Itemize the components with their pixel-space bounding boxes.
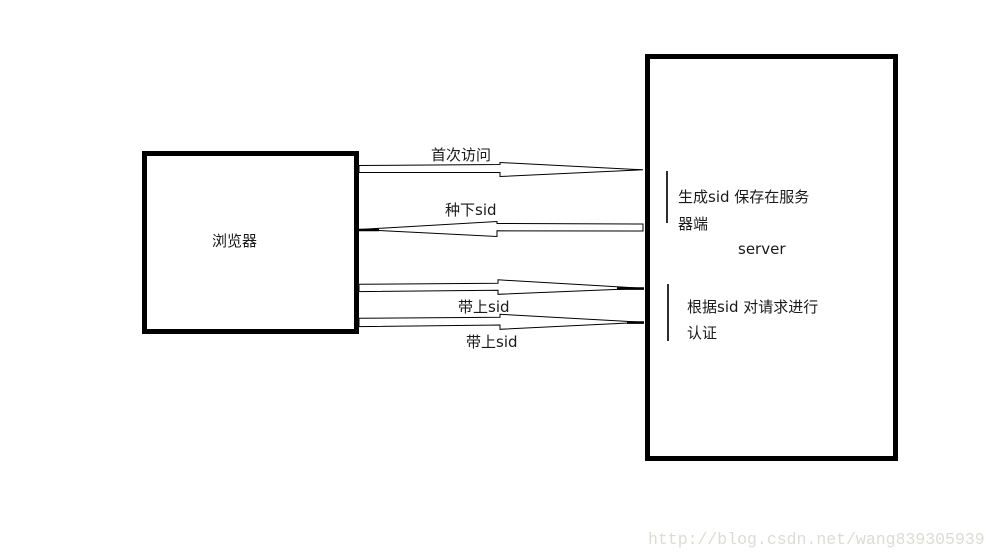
server-note1-line1: 生成sid 保存在服务: [678, 188, 810, 206]
arrow-first-visit-shape: [358, 161, 644, 178]
arrow-send-sid-2-label: 带上sid: [466, 333, 518, 351]
server-box-label: server: [738, 240, 786, 258]
arrow-set-sid-label: 种下sid: [445, 201, 497, 219]
server-note2-line1: 根据sid 对请求进行: [687, 298, 819, 316]
arrow-first-visit-label: 首次访问: [431, 146, 492, 164]
browser-box-label: 浏览器: [212, 232, 258, 250]
arrow-send-sid-1-label: 带上sid: [458, 298, 510, 316]
server-note2: 根据sid 对请求进行 认证: [687, 294, 818, 346]
watermark-url: http://blog.csdn.net/wang839305939: [648, 530, 985, 549]
arrow-set-sid-shape: [358, 220, 644, 238]
server-note2-line2: 认证: [687, 324, 718, 342]
server-note2-bracket-line: [667, 284, 669, 341]
server-box: [645, 54, 898, 461]
server-note1: 生成sid 保存在服务 器端: [678, 184, 809, 238]
browser-box: [142, 151, 359, 334]
server-note1-bracket-line: [666, 171, 668, 223]
server-note1-line2: 器端: [678, 215, 709, 233]
arrow-send-sid-1-shape: [358, 279, 644, 295]
